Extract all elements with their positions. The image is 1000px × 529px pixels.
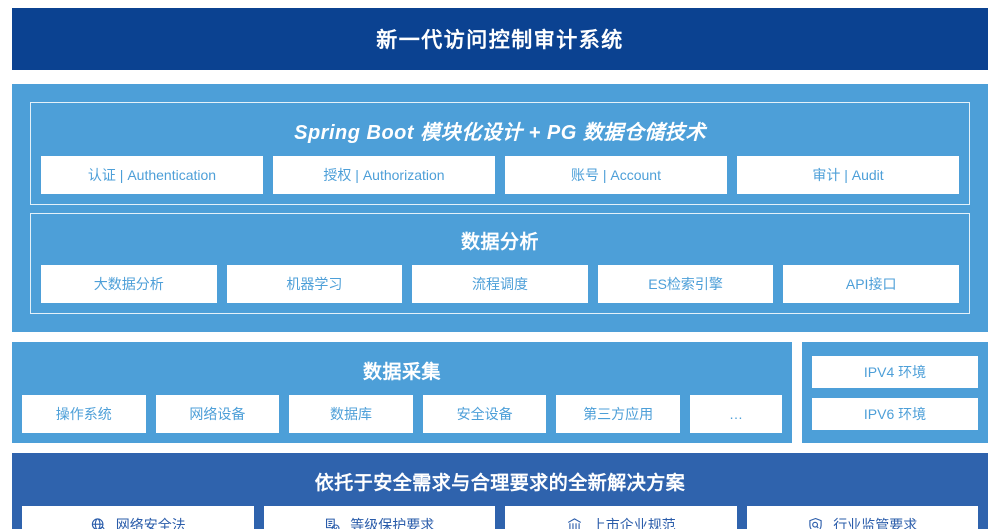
- module-label: API接口: [845, 276, 897, 292]
- solution-item-label: 行业监管要求: [833, 517, 918, 529]
- source-more[interactable]: …: [689, 395, 782, 433]
- module-account[interactable]: 账号 | Account: [505, 156, 727, 194]
- module-bigdata-analysis[interactable]: 大数据分析: [41, 265, 217, 303]
- solution-item-listed-company-standard[interactable]: 上市企业规范: [505, 506, 737, 529]
- document-check-icon: [324, 517, 341, 529]
- source-label: 数据库: [329, 406, 372, 422]
- solution-item-label: 网络安全法: [115, 517, 186, 529]
- source-third-party-app[interactable]: 第三方应用: [556, 395, 680, 433]
- platform-module-row: 认证 | Authentication 授权 | Authorization 账…: [41, 156, 959, 194]
- page-header: 新一代访问控制审计系统: [12, 8, 988, 70]
- source-label: 安全设备: [456, 406, 513, 422]
- collection-title: 数据采集: [362, 362, 441, 383]
- environment-label: IPV6 环境: [863, 405, 927, 422]
- collection-panel: 数据采集 操作系统 网络设备 数据库 安全设备 第三方应用: [12, 342, 792, 443]
- module-es-search-engine[interactable]: ES检索引擎: [597, 265, 774, 303]
- solution-title: 依托于安全需求与合理要求的全新解决方案: [314, 473, 686, 494]
- module-label: 机器学习: [286, 276, 343, 292]
- solution-item-classified-protection[interactable]: 等级保护要求: [263, 506, 495, 529]
- module-label: 审计 | Audit: [812, 167, 884, 183]
- source-label: 网络设备: [189, 406, 246, 422]
- platform-block: Spring Boot 模块化设计 + PG 数据仓储技术 认证 | Authe…: [30, 102, 970, 205]
- module-api-interface[interactable]: API接口: [783, 265, 959, 303]
- module-audit[interactable]: 审计 | Audit: [737, 156, 959, 194]
- source-label: …: [728, 406, 743, 422]
- source-label: 第三方应用: [583, 406, 654, 422]
- module-label: 认证 | Authentication: [87, 167, 217, 183]
- solution-item-industry-regulation[interactable]: 行业监管要求: [746, 506, 978, 529]
- environment-ipv4[interactable]: IPV4 环境: [812, 355, 978, 388]
- solution-item-row: 网络安全法 等级保护要求: [22, 506, 978, 529]
- bank-icon: [566, 517, 583, 529]
- solution-item-label: 上市企业规范: [591, 517, 676, 529]
- globe-icon: [90, 517, 107, 529]
- analysis-block: 数据分析 大数据分析 机器学习 流程调度 ES检索引擎 API接口: [30, 213, 970, 314]
- environment-ipv6[interactable]: IPV6 环境: [812, 397, 978, 430]
- source-database[interactable]: 数据库: [289, 395, 413, 433]
- module-authentication[interactable]: 认证 | Authentication: [41, 156, 263, 194]
- source-label: 操作系统: [55, 406, 112, 422]
- collection-source-row: 操作系统 网络设备 数据库 安全设备 第三方应用 …: [22, 395, 782, 433]
- environment-label: IPV4 环境: [863, 363, 927, 380]
- module-label: 大数据分析: [93, 276, 164, 292]
- infographic-page: 新一代访问控制审计系统 Spring Boot 模块化设计 + PG 数据仓储技…: [0, 8, 1000, 529]
- collection-row: 数据采集 操作系统 网络设备 数据库 安全设备 第三方应用: [12, 342, 988, 443]
- module-label: ES检索引擎: [648, 276, 723, 292]
- page-title: 新一代访问控制审计系统: [376, 29, 624, 52]
- module-authorization[interactable]: 授权 | Authorization: [273, 156, 495, 194]
- solution-item-cybersecurity-law[interactable]: 网络安全法: [22, 506, 254, 529]
- solution-item-label: 等级保护要求: [350, 517, 435, 529]
- module-label: 账号 | Account: [570, 167, 661, 183]
- source-security-device[interactable]: 安全设备: [422, 395, 547, 433]
- shield-search-icon: [807, 517, 824, 529]
- module-label: 授权 | Authorization: [323, 167, 445, 183]
- analysis-module-row: 大数据分析 机器学习 流程调度 ES检索引擎 API接口: [41, 265, 959, 303]
- solution-panel: 依托于安全需求与合理要求的全新解决方案 网络安全法: [12, 453, 988, 529]
- module-machine-learning[interactable]: 机器学习: [226, 265, 403, 303]
- architecture-panel: Spring Boot 模块化设计 + PG 数据仓储技术 认证 | Authe…: [12, 84, 988, 332]
- analysis-title: 数据分析: [460, 232, 539, 253]
- source-network-device[interactable]: 网络设备: [155, 395, 280, 433]
- source-operating-system[interactable]: 操作系统: [22, 395, 146, 433]
- environment-panel: IPV4 环境 IPV6 环境: [802, 342, 988, 443]
- platform-title: Spring Boot 模块化设计 + PG 数据仓储技术: [294, 122, 706, 144]
- module-process-scheduling[interactable]: 流程调度: [412, 265, 588, 303]
- module-label: 流程调度: [471, 276, 528, 292]
